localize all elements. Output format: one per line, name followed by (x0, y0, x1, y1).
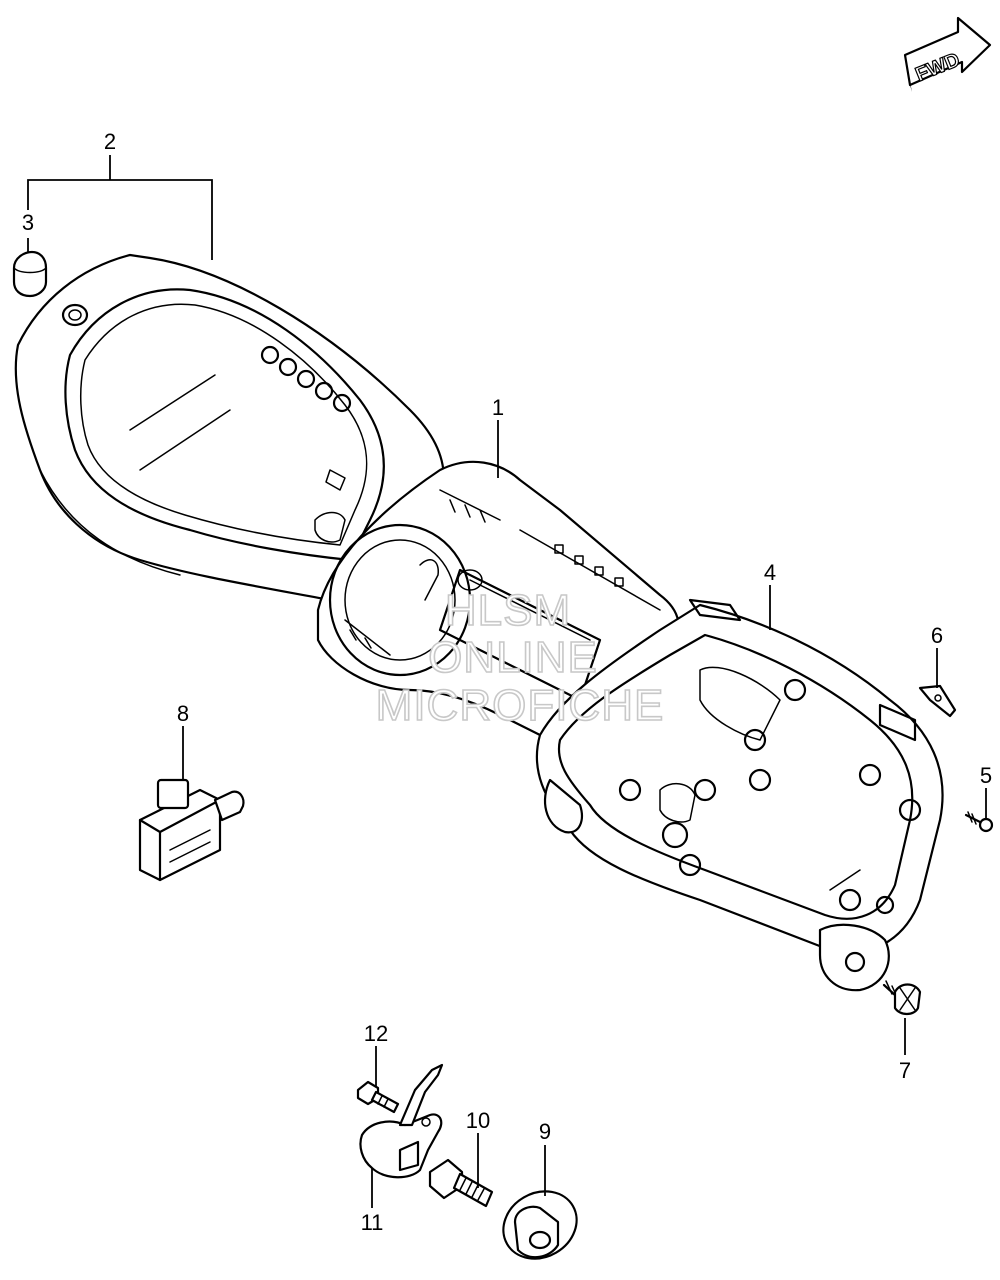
callout-8: 8 (177, 701, 189, 726)
callout-6: 6 (931, 623, 943, 648)
callout-7: 7 (899, 1058, 911, 1083)
bolt-part-10 (428, 1158, 494, 1208)
callout-numbers: 2 3 1 4 6 5 7 8 9 10 11 12 (22, 129, 992, 1235)
callout-12: 12 (364, 1021, 388, 1046)
callout-3: 3 (22, 210, 34, 235)
callout-9: 9 (539, 1119, 551, 1144)
watermark: HLSM ONLINE MICROFICHE (375, 585, 665, 731)
meter-case-lower-part-4 (535, 598, 944, 992)
callout-5: 5 (980, 763, 992, 788)
meter-cover-upper-part-2 (14, 253, 445, 604)
screw-part-5 (964, 811, 994, 833)
watermark-line2: ONLINE (428, 633, 598, 682)
fwd-arrow-badge: FWD (903, 16, 992, 92)
callout-10: 10 (466, 1108, 490, 1133)
screw-part-7 (882, 980, 922, 1016)
cap-part-3 (12, 250, 48, 298)
socket-part-8 (138, 778, 245, 882)
bolt-part-12 (356, 1080, 400, 1114)
watermark-line1: HLSM (445, 586, 571, 635)
callout-1: 1 (492, 395, 504, 420)
callout-11: 11 (361, 1210, 384, 1235)
bracket-part-11 (359, 1063, 444, 1179)
watermark-line3: MICROFICHE (376, 681, 665, 730)
cushion-part-9 (502, 1190, 578, 1260)
leader-lines (27, 155, 987, 1208)
callout-2: 2 (104, 129, 116, 154)
callout-4: 4 (764, 560, 776, 585)
clip-part-6 (918, 684, 957, 718)
